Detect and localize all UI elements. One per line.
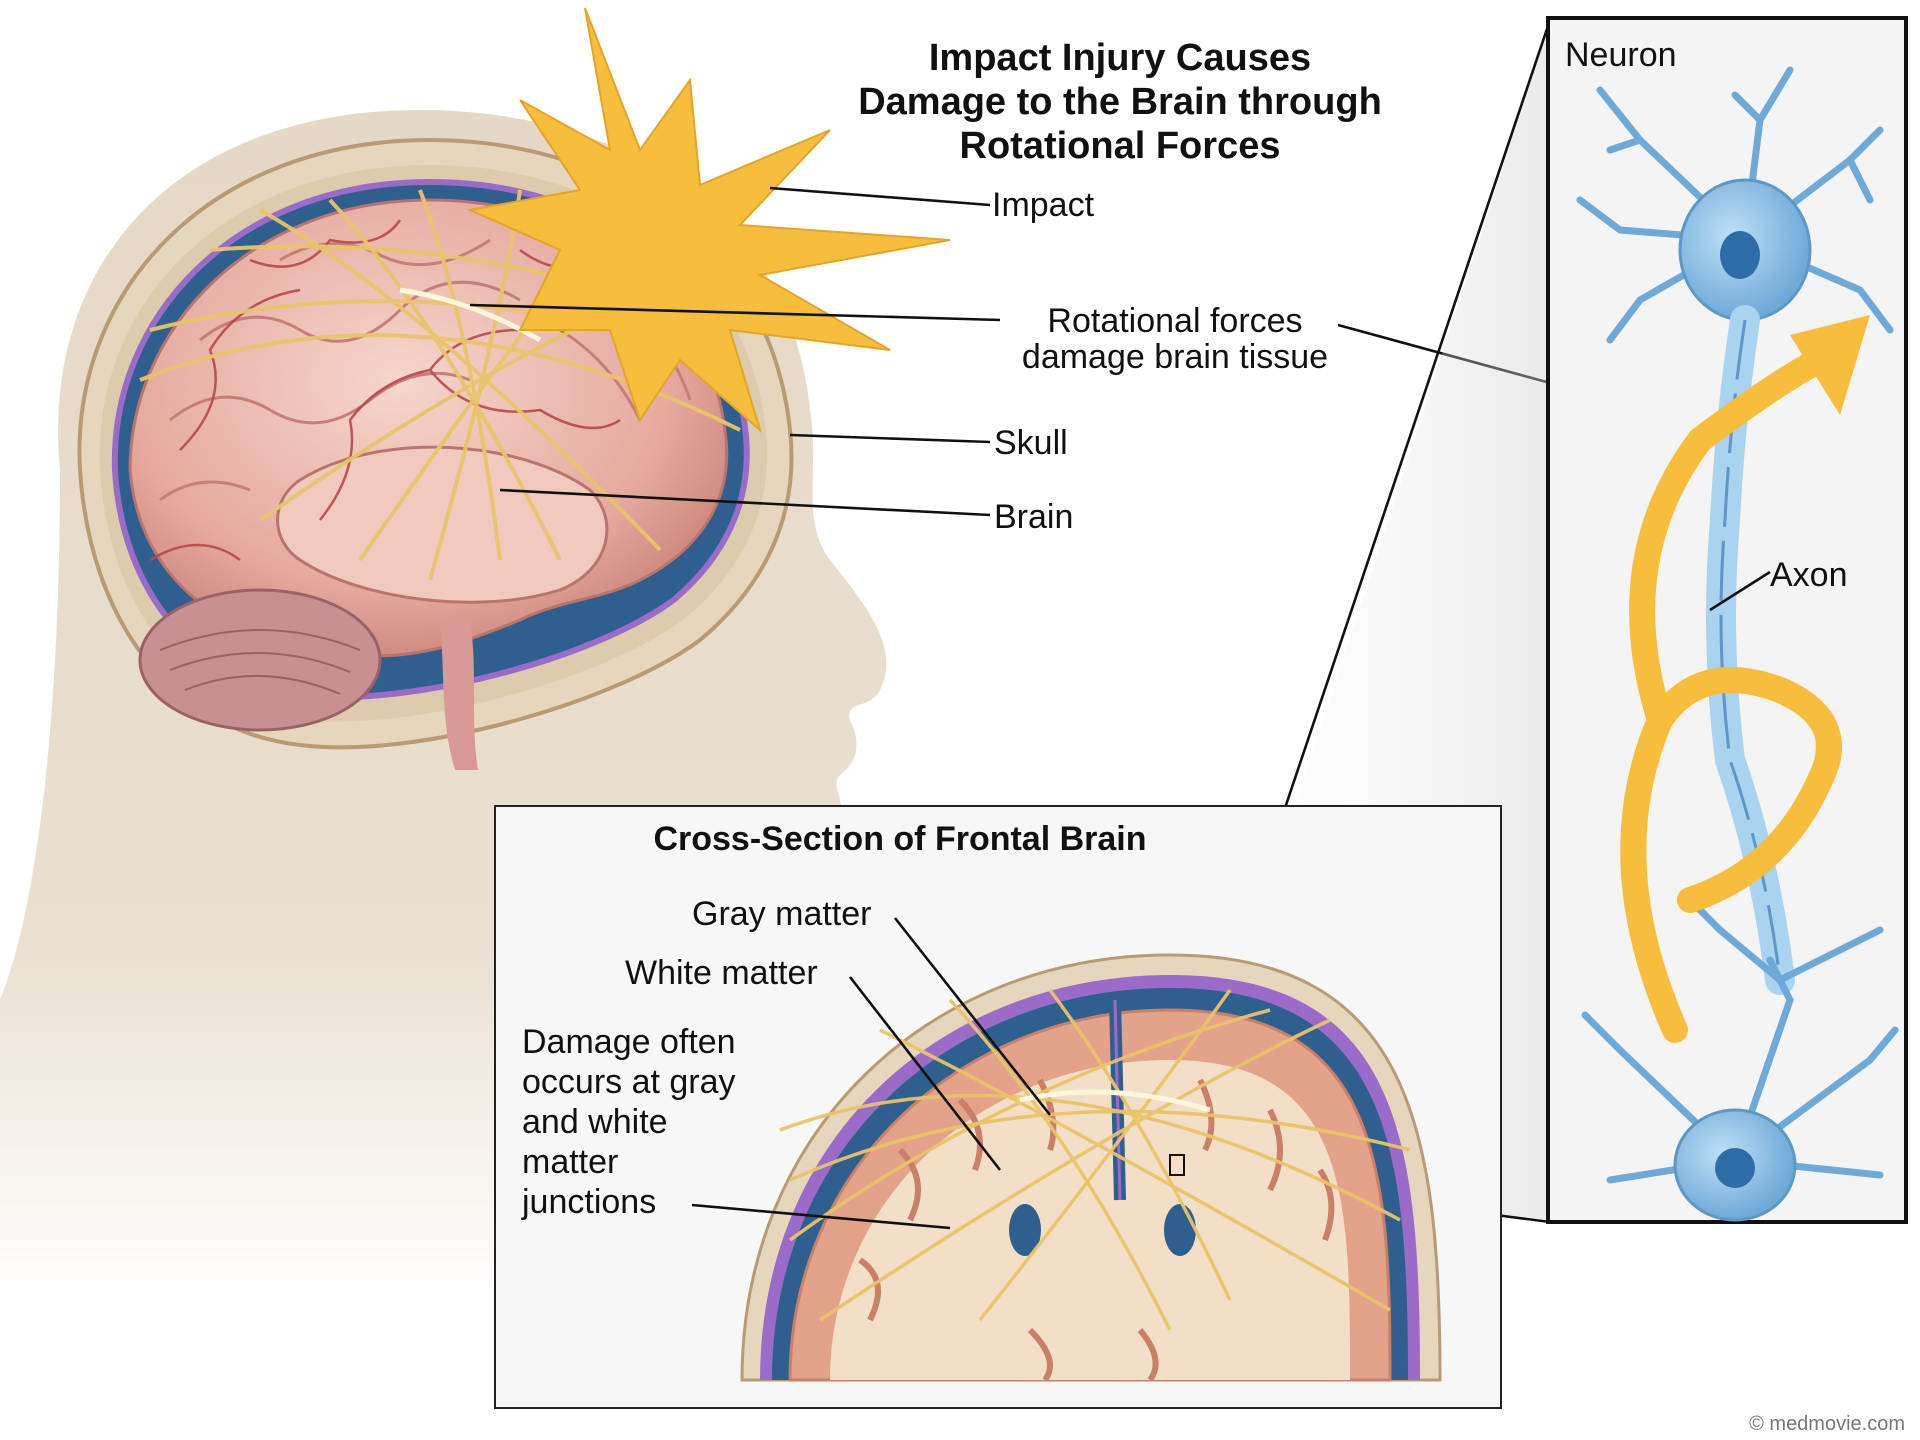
title-line-3: Rotational Forces (960, 125, 1281, 167)
label-damage-1: Damage often (522, 1023, 736, 1061)
title-line-1: Impact Injury Causes (929, 37, 1311, 79)
label-damage-4: matter (522, 1143, 618, 1181)
label-brain: Brain (994, 498, 1073, 536)
nucleus-bottom (1715, 1148, 1755, 1188)
label-damage-2: occurs at gray (522, 1063, 736, 1101)
junction-highlight (1169, 1154, 1185, 1176)
nucleus-top (1720, 231, 1760, 279)
cross-section-title: Cross-Section of Frontal Brain (653, 820, 1146, 858)
cerebellum (138, 588, 382, 732)
title-line-2: Damage to the Brain through (858, 81, 1382, 123)
ventricle-left (1009, 1204, 1041, 1256)
rotation-arrow (1620, 667, 1842, 1043)
brain-stem (440, 620, 478, 770)
label-damage-3: and white (522, 1103, 668, 1141)
ventricle-right (1164, 1204, 1196, 1256)
cross-section-panel: Cross-Section of Frontal Brain (494, 805, 1502, 1409)
diagram-title: Impact Injury Causes Damage to the Brain… (858, 37, 1382, 167)
neuron-panel: Neuron (1546, 16, 1908, 1224)
label-rotational-1: Rotational forces (1047, 302, 1302, 340)
label-white-matter: White matter (625, 954, 818, 992)
label-impact: Impact (992, 186, 1095, 224)
label-gray-matter: Gray matter (692, 895, 871, 933)
label-rotational-2: damage brain tissue (1022, 338, 1328, 376)
label-axon: Axon (1770, 556, 1848, 594)
label-damage-5: junctions (521, 1183, 656, 1221)
label-neuron: Neuron (1565, 36, 1677, 74)
impact-star (466, 7, 951, 434)
credit-text: © medmovie.com (1749, 1413, 1905, 1435)
label-skull: Skull (994, 424, 1068, 462)
arrow-head (1790, 315, 1870, 415)
